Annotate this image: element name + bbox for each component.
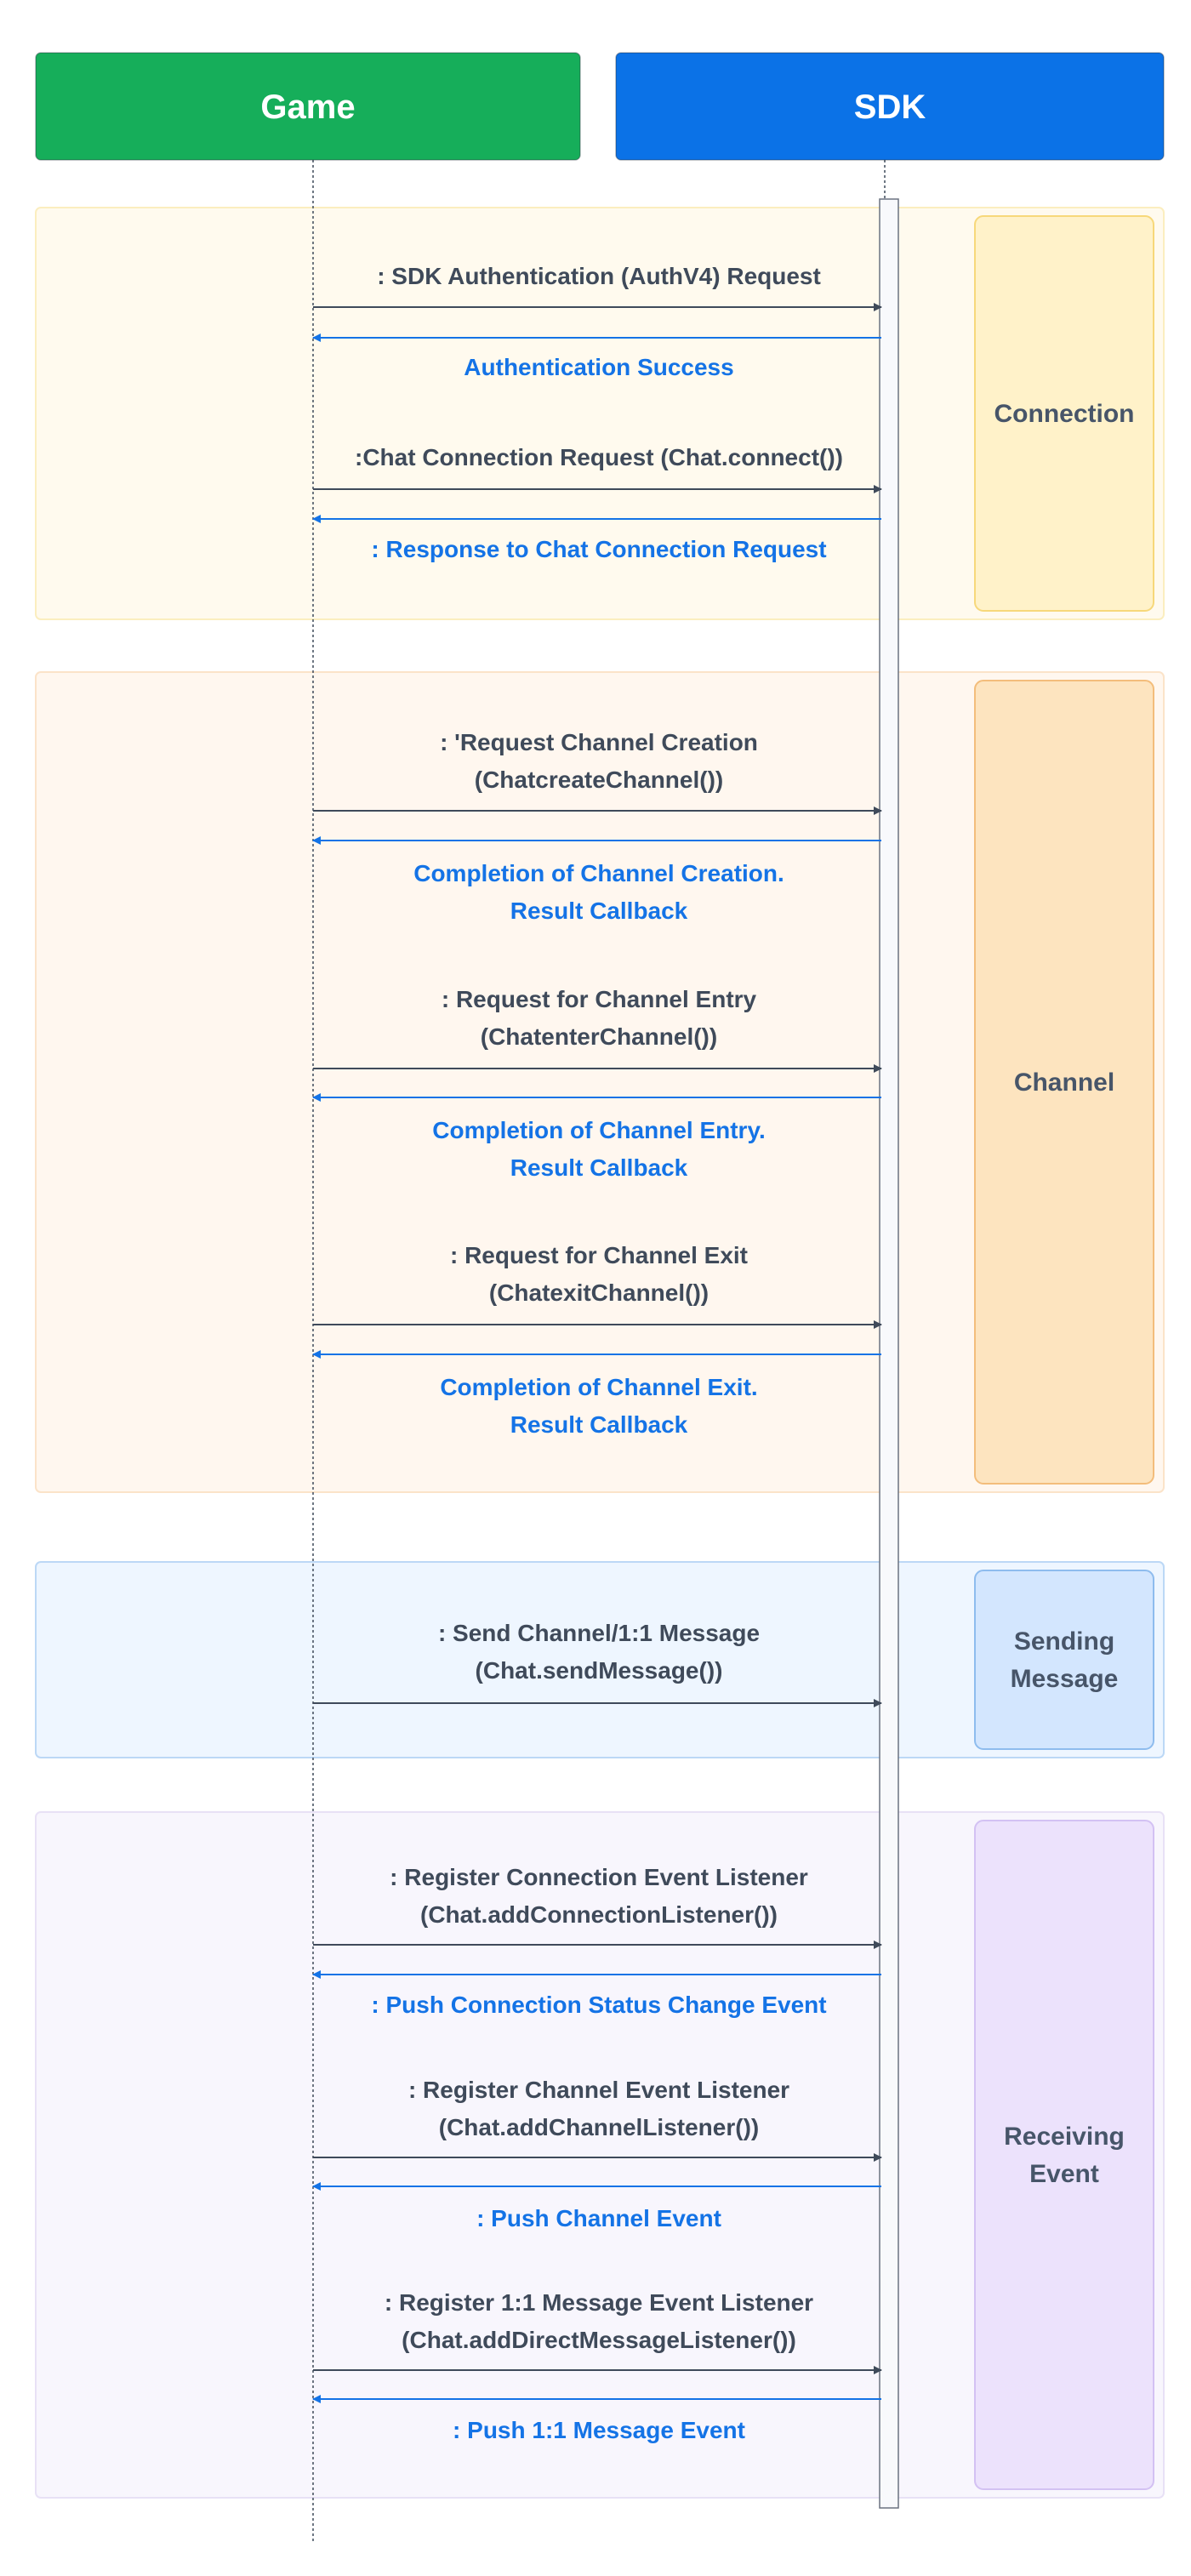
request-label: (Chat.addDirectMessageListener()) <box>402 2327 796 2353</box>
message-7: : Request for Channel Entry (ChatenterCha… <box>313 986 882 1073</box>
group-sending-label: Message <box>1011 1665 1119 1693</box>
request-label: :Chat Connection Request (Chat.connect()… <box>355 444 843 470</box>
response-label: : Response to Chat Connection Request <box>371 536 826 562</box>
message-3: :Chat Connection Request (Chat.connect()… <box>313 444 882 493</box>
response-label: : Push Channel Event <box>476 2205 721 2231</box>
request-label: : Send Channel/1:1 Message <box>438 1620 760 1646</box>
group-connection-tag <box>974 215 1154 612</box>
group-receiving-tag <box>974 1820 1154 2490</box>
actor-game: Game <box>35 52 581 161</box>
actor-game-box <box>35 52 581 161</box>
message-11: : Send Channel/1:1 Message (Chat.sendMess… <box>313 1620 882 1707</box>
actor-game-label: Game <box>260 88 355 126</box>
actor-sdk-box <box>615 52 1165 161</box>
message-4: : Response to Chat Connection Request <box>312 515 881 562</box>
request-label: (Chat.addChannelListener()) <box>439 2114 759 2140</box>
response-label: Result Callback <box>510 1154 688 1181</box>
actor-sdk: SDK <box>615 52 1165 161</box>
request-label: : SDK Authentication (AuthV4) Request <box>377 263 821 289</box>
request-label: : 'Request Channel Creation <box>440 729 758 755</box>
group-receiving-label: Receiving <box>1004 2123 1125 2151</box>
message-layer: : SDK Authentication (AuthV4) RequestAut… <box>312 263 882 2443</box>
message-6: Completion of Channel Creation. Result Ca… <box>312 836 881 924</box>
response-label: : Push 1:1 Message Event <box>453 2417 745 2443</box>
message-15: : Push Channel Event <box>312 2182 881 2231</box>
message-9: : Request for Channel Exit (ChatexitChann… <box>313 1242 882 1329</box>
group-channel: Channel <box>35 671 1165 1493</box>
request-label: : Register 1:1 Message Event Listener <box>385 2289 813 2316</box>
group-sending-label: Sending <box>1014 1627 1114 1656</box>
group-channel-label: Channel <box>1014 1069 1114 1097</box>
response-label: Completion of Channel Exit. <box>440 1374 757 1400</box>
message-2: Authentication Success <box>312 333 881 380</box>
request-label: (ChatenterChannel()) <box>481 1023 717 1050</box>
message-16: : Register 1:1 Message Event Listener (Ch… <box>313 2289 882 2374</box>
request-label: : Register Connection Event Listener <box>390 1864 808 1890</box>
message-5: : 'Request Channel Creation (ChatcreateCh… <box>313 729 882 815</box>
request-label: : Request for Channel Exit <box>450 1242 748 1268</box>
group-sending-tag <box>974 1570 1154 1750</box>
response-label: Authentication Success <box>464 354 733 380</box>
message-14: : Register Channel Event Listener (Chat.a… <box>313 2077 882 2162</box>
group-receiving-label: Event <box>1029 2160 1099 2188</box>
request-label: : Register Channel Event Listener <box>408 2077 789 2103</box>
response-label: Completion of Channel Entry. <box>432 1117 765 1143</box>
group-channel-tag <box>974 680 1154 1485</box>
response-label: : Push Connection Status Change Event <box>371 1992 826 2018</box>
request-label: (ChatexitChannel()) <box>489 1279 709 1306</box>
sdk-activation-bar <box>879 198 899 2509</box>
response-label: Result Callback <box>510 1411 688 1438</box>
group-connection-label: Connection <box>994 400 1135 428</box>
message-13: : Push Connection Status Change Event <box>312 1970 881 2018</box>
request-label: (Chat.addConnectionListener()) <box>420 1901 778 1928</box>
request-label: (ChatcreateChannel()) <box>475 767 723 793</box>
response-label: Completion of Channel Creation. <box>413 860 784 886</box>
message-17: : Push 1:1 Message Event <box>312 2395 881 2443</box>
message-1: : SDK Authentication (AuthV4) Request <box>313 263 882 311</box>
message-12: : Register Connection Event Listener (Cha… <box>313 1864 882 1949</box>
message-10: Completion of Channel Exit. Result Callba… <box>312 1350 881 1438</box>
request-label: (Chat.sendMessage()) <box>476 1657 723 1684</box>
actor-sdk-label: SDK <box>854 88 926 126</box>
actor-layer: Game SDK <box>35 52 1165 161</box>
response-label: Result Callback <box>510 898 688 924</box>
request-label: : Request for Channel Entry <box>442 986 757 1012</box>
message-8: Completion of Channel Entry. Result Callb… <box>312 1093 881 1181</box>
